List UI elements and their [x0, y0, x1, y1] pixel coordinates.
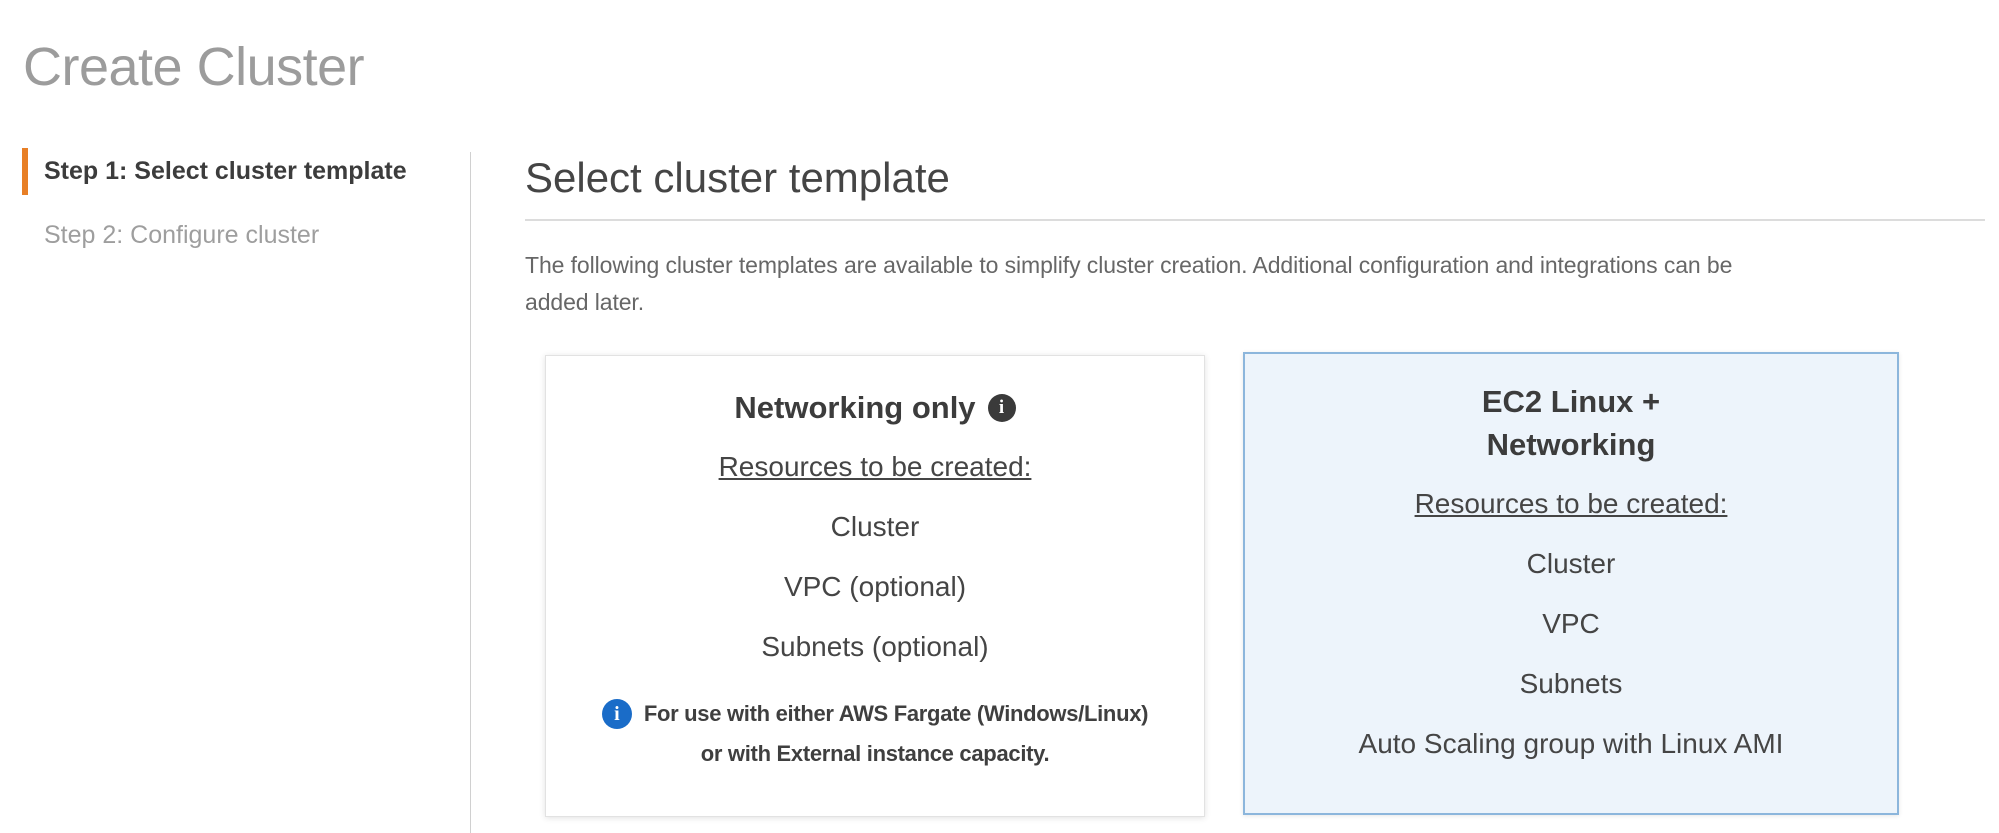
fargate-usage-note: i For use with either AWS Fargate (Windo… [601, 694, 1149, 774]
resources-heading: Resources to be created: [1414, 488, 1728, 519]
template-card-ec2-linux-networking[interactable]: EC2 Linux + Networking Resources to be c… [1243, 352, 1899, 815]
resource-item-vpc-optional: VPC (optional) [783, 571, 967, 602]
card-title-line-1: EC2 Linux + [1481, 384, 1661, 419]
card-title: Networking only [734, 390, 976, 425]
page-title: Create Cluster [23, 37, 365, 97]
resource-item-vpc: VPC [1542, 608, 1600, 639]
resource-item-auto-scaling-group: Auto Scaling group with Linux AMI [1358, 728, 1784, 759]
description-line-2: added later. [525, 289, 645, 315]
card-title-line-2: Networking [1486, 427, 1656, 462]
card-title-row: Networking only i [734, 386, 1016, 429]
info-circle-blue-icon: i [601, 699, 632, 729]
card-title: EC2 Linux + Networking [1482, 380, 1660, 466]
content-vertical-divider [470, 152, 471, 833]
info-circle-icon[interactable]: i [987, 393, 1016, 422]
note-line-1-row: i For use with either AWS Fargate (Windo… [601, 694, 1149, 734]
template-card-networking-only[interactable]: Networking only i Resources to be create… [545, 355, 1205, 817]
description-line-1: The following cluster templates are avai… [525, 252, 1733, 278]
section-heading: Select cluster template [525, 154, 950, 201]
resource-item-subnets-optional: Subnets (optional) [761, 631, 989, 662]
wizard-step-1-select-cluster-template[interactable]: Step 1: Select cluster template [22, 148, 452, 195]
resource-item-cluster: Cluster [1526, 548, 1616, 579]
main-content: Select cluster template The following cl… [525, 152, 1985, 321]
resource-item-cluster: Cluster [830, 511, 920, 542]
wizard-step-2-configure-cluster[interactable]: Step 2: Configure cluster [44, 221, 320, 249]
note-line-1: For use with either AWS Fargate (Windows… [643, 701, 1149, 726]
resource-item-subnets: Subnets [1519, 668, 1623, 699]
wizard-steps-nav: Step 1: Select cluster template Step 2: … [22, 148, 452, 250]
heading-rule [525, 219, 1985, 221]
section-description: The following cluster templates are avai… [525, 247, 1985, 321]
note-line-2: or with External instance capacity. [700, 741, 1050, 766]
resources-heading: Resources to be created: [718, 451, 1032, 482]
